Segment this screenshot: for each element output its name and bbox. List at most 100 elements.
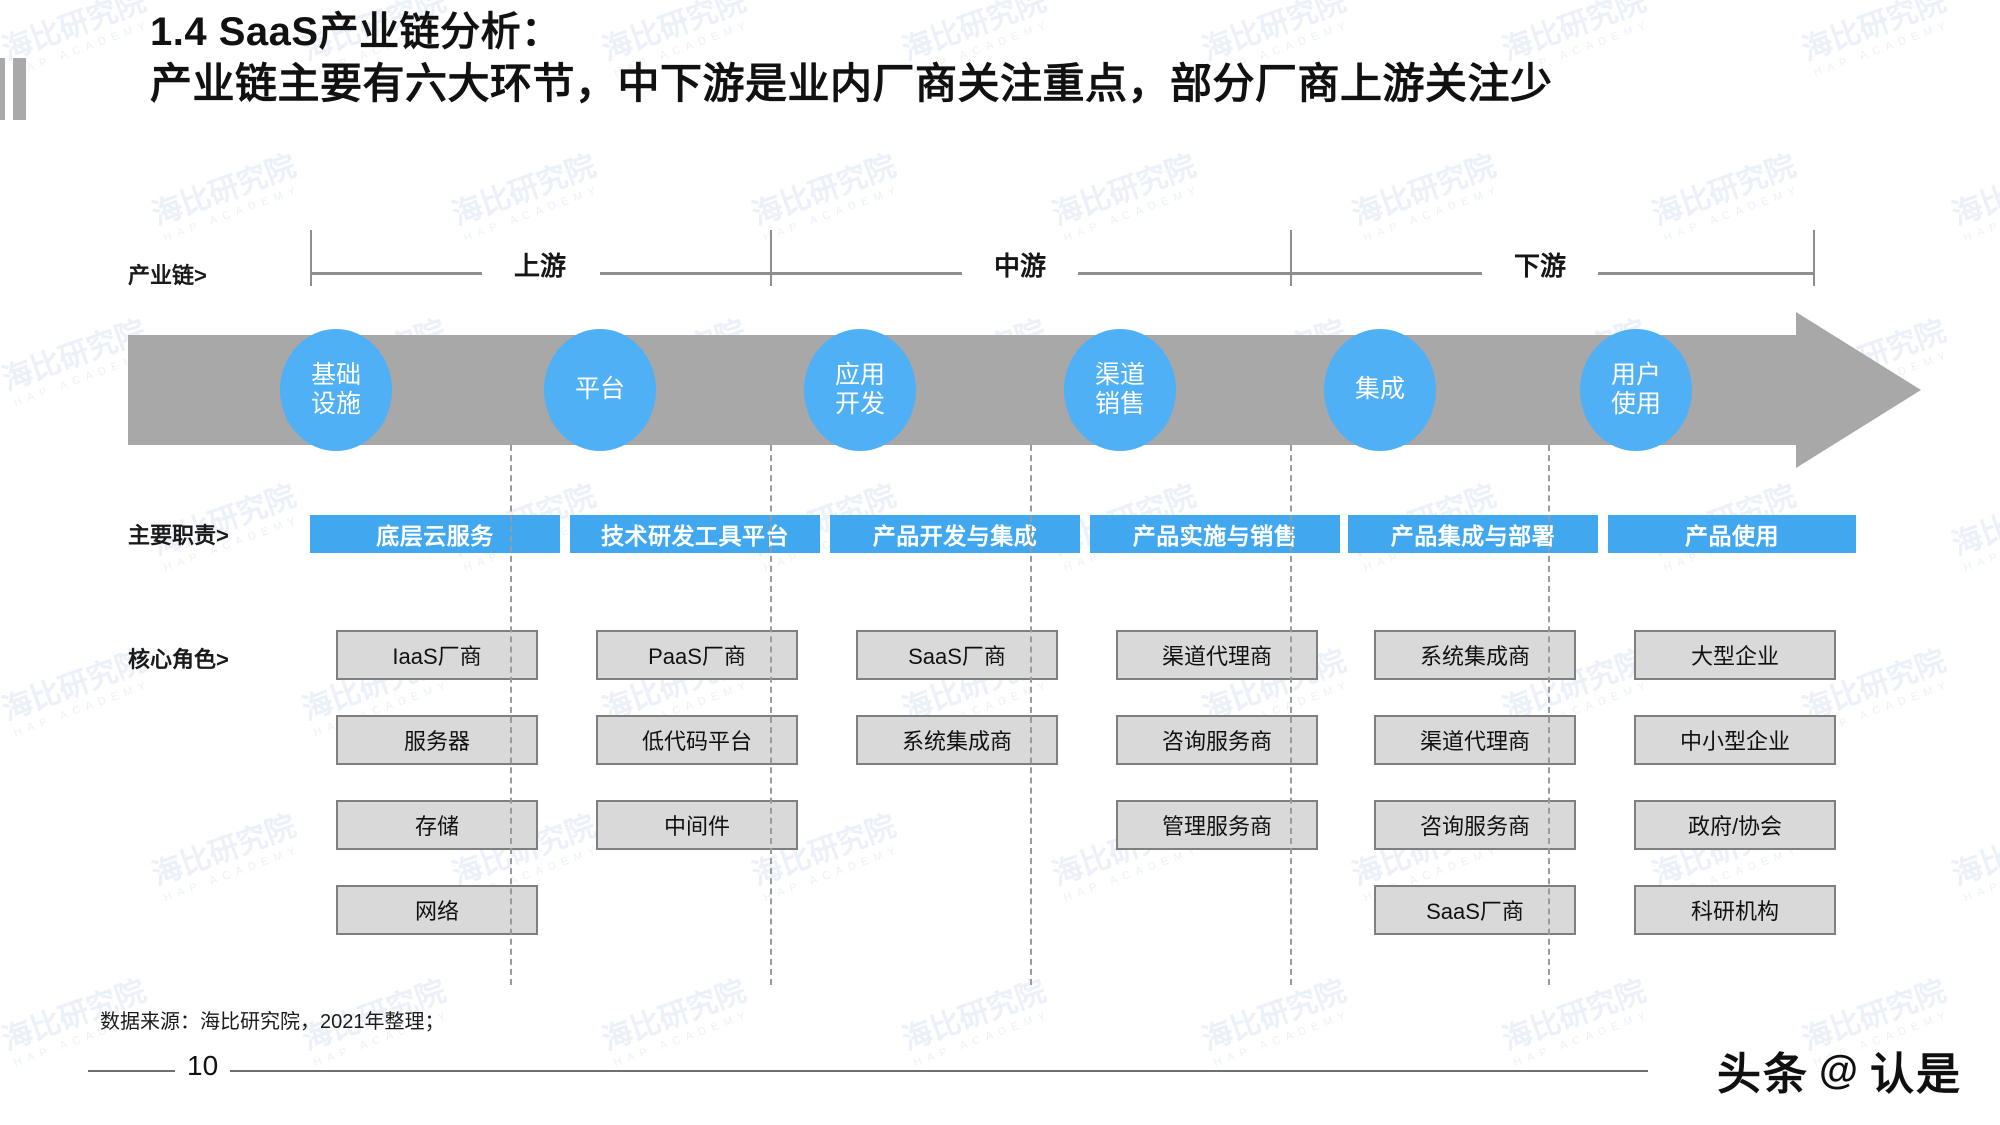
duty-bar-label: 技术研发工具平台 [601, 523, 789, 549]
role-box-label: 中小型企业 [1679, 729, 1790, 754]
role-box[interactable]: 渠道代理商 [1374, 715, 1576, 765]
chain-node-label: 应用 开发 [834, 360, 885, 419]
chain-seg-line-upstream-b [600, 272, 770, 275]
role-box[interactable]: 系统集成商 [1374, 630, 1576, 680]
chain-header-row: 上游 中游 下游 [310, 230, 1815, 300]
row-label-role: 核心角色> [128, 647, 229, 672]
duty-bar-5[interactable]: 产品集成与部署 [1348, 515, 1598, 553]
chain-seg-label-down: 下游 [1513, 251, 1566, 281]
role-box-label: 服务器 [403, 729, 470, 754]
arrow-head [1796, 312, 1921, 468]
role-box[interactable]: IaaS厂商 [336, 630, 538, 680]
duty-bar-label: 产品集成与部署 [1390, 523, 1556, 549]
role-box-label: 存储 [414, 814, 459, 839]
role-box[interactable]: 系统集成商 [856, 715, 1058, 765]
role-box-label: 科研机构 [1690, 899, 1779, 924]
brand-name-left: 头条 [1716, 1050, 1809, 1099]
chain-seg-line-upstream-a [312, 272, 482, 275]
title-accent-bars [0, 58, 34, 120]
role-box[interactable]: PaaS厂商 [596, 630, 798, 680]
chain-seg-label-mid: 中游 [993, 251, 1046, 281]
role-box[interactable]: 中小型企业 [1634, 715, 1836, 765]
chain-seg-line-down-b [1598, 272, 1813, 275]
role-box[interactable]: 咨询服务商 [1116, 715, 1318, 765]
role-box-label: 渠道代理商 [1419, 729, 1530, 754]
role-box[interactable]: 低代码平台 [596, 715, 798, 765]
value-chain-diagram: 产业链> 上游 中游 下游 核心环节> 主要 [0, 230, 2000, 990]
role-box-label: 咨询服务商 [1419, 814, 1530, 839]
role-box-label: 网络 [414, 899, 459, 924]
brand-logo: 头条 @ 认是 [1717, 1038, 1962, 1102]
chain-node-5[interactable]: 集成 [1324, 329, 1436, 451]
role-box-label: SaaS厂商 [908, 644, 1006, 669]
chain-tick-0 [310, 230, 312, 286]
chain-tick-1 [770, 230, 772, 286]
column-separator-4 [1290, 445, 1292, 985]
role-box-label: SaaS厂商 [1426, 899, 1524, 924]
chain-node-2[interactable]: 平台 [544, 329, 656, 451]
chain-node-label: 渠道 销售 [1094, 360, 1145, 419]
role-box[interactable]: SaaS厂商 [856, 630, 1058, 680]
page-title: 1.4 SaaS产业链分析： 产业链主要有六大环节，中下游是业内厂商关注重点，部… [100, 10, 1553, 108]
chain-node-1[interactable]: 基础 设施 [280, 329, 392, 451]
arrow-body [128, 335, 1828, 445]
chain-seg-line-down-a [1292, 272, 1482, 275]
duty-bar-1[interactable]: 底层云服务 [310, 515, 560, 553]
process-arrow [128, 312, 1921, 468]
brand-name-right: 认是 [1870, 1050, 1962, 1099]
chain-node-6[interactable]: 用户 使用 [1580, 329, 1692, 451]
duty-bar-6[interactable]: 产品使用 [1608, 515, 1856, 553]
chain-seg-line-mid-b [1078, 272, 1290, 275]
role-box-label: 政府/协会 [1687, 814, 1783, 839]
role-box-label: PaaS厂商 [648, 644, 746, 669]
row-label-duty: 主要职责> [128, 523, 229, 548]
role-box-label: 咨询服务商 [1161, 729, 1272, 754]
column-separator-5 [1548, 445, 1550, 985]
duty-bar-2[interactable]: 技术研发工具平台 [570, 515, 820, 553]
role-box[interactable]: 中间件 [596, 800, 798, 850]
chain-tick-2 [1290, 230, 1292, 286]
role-box[interactable]: 科研机构 [1634, 885, 1836, 935]
role-box-label: 大型企业 [1690, 644, 1779, 669]
duty-bar-label: 底层云服务 [376, 523, 494, 549]
duty-bar-4[interactable]: 产品实施与销售 [1090, 515, 1340, 553]
role-box[interactable]: 咨询服务商 [1374, 800, 1576, 850]
role-box[interactable]: 存储 [336, 800, 538, 850]
role-box[interactable]: SaaS厂商 [1374, 885, 1576, 935]
page-number: 10 [175, 1050, 231, 1082]
duty-bar-label: 产品使用 [1685, 523, 1779, 549]
at-icon: @ [1818, 1047, 1860, 1092]
column-separator-1 [510, 445, 512, 985]
title-line-1: 1.4 SaaS产业链分析： [150, 10, 562, 54]
column-separator-3 [1030, 445, 1032, 985]
chain-node-label: 集成 [1354, 375, 1405, 404]
duty-bar-label: 产品开发与集成 [872, 523, 1038, 549]
duty-bar-label: 产品实施与销售 [1132, 523, 1298, 549]
chain-node-label: 基础 设施 [310, 360, 361, 419]
role-box[interactable]: 政府/协会 [1634, 800, 1836, 850]
role-box-label: 管理服务商 [1161, 814, 1272, 839]
role-box[interactable]: 渠道代理商 [1116, 630, 1318, 680]
role-box[interactable]: 管理服务商 [1116, 800, 1318, 850]
chain-seg-label-upstream: 上游 [513, 251, 566, 281]
source-note: 数据来源：海比研究院，2021年整理； [100, 1011, 445, 1033]
footer-divider [88, 1070, 1648, 1072]
role-box-label: 中间件 [663, 814, 730, 839]
role-box[interactable]: 服务器 [336, 715, 538, 765]
chain-node-3[interactable]: 应用 开发 [804, 329, 916, 451]
duty-bar-3[interactable]: 产品开发与集成 [830, 515, 1080, 553]
row-label-chain: 产业链> [128, 263, 207, 288]
title-line-2: 产业链主要有六大环节，中下游是业内厂商关注重点，部分厂商上游关注少 [150, 60, 1553, 107]
column-separator-2 [770, 445, 772, 985]
chain-node-label: 用户 使用 [1610, 360, 1661, 419]
role-box-label: IaaS厂商 [392, 644, 482, 669]
chain-seg-line-mid-a [772, 272, 962, 275]
role-box[interactable]: 大型企业 [1634, 630, 1836, 680]
role-box[interactable]: 网络 [336, 885, 538, 935]
role-box-label: 低代码平台 [641, 729, 752, 754]
role-box-label: 系统集成商 [1419, 644, 1530, 669]
chain-node-4[interactable]: 渠道 销售 [1064, 329, 1176, 451]
chain-tick-3 [1813, 230, 1815, 286]
